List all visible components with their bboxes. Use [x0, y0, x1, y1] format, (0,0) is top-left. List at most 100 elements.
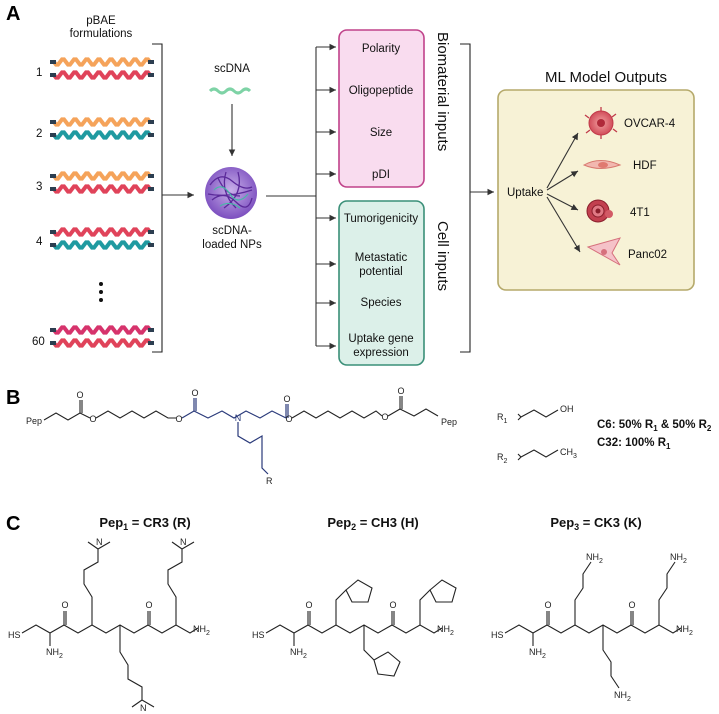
cell-input-tumorigenicity: Tumorigenicity: [344, 213, 419, 225]
biomaterial-input-pdi: pDI: [372, 169, 390, 181]
row-number-4: 4: [36, 236, 43, 248]
strand-3-1: [52, 240, 152, 250]
pep3-nh2: NH2: [529, 647, 546, 660]
ml-model-outputs-box: [497, 89, 695, 291]
pep2-nh2: NH2: [290, 647, 307, 660]
formulations-label-line1: pBAE: [86, 15, 116, 27]
cell-input-metastatic-line1: Metastatic: [355, 252, 408, 264]
strand-4-0: [52, 325, 152, 335]
o-label-8: O: [397, 386, 404, 396]
pep3-o2: O: [628, 600, 635, 610]
o-label-4: O: [191, 388, 198, 398]
inputs-bracket: [460, 43, 471, 353]
hdf-cell-icon: [582, 160, 622, 169]
pep3-nh2-top2: NH2: [670, 552, 687, 565]
oh-label: OH: [560, 404, 574, 414]
output-panc02: Panc02: [628, 249, 667, 261]
o-label-6: O: [285, 414, 292, 424]
c6-formula: C6: 50% R1 & 50% R2: [597, 419, 712, 433]
pep1-nh2: NH2: [46, 647, 63, 660]
ellipsis-dots: [99, 282, 103, 302]
biomaterial-inputs-title: Biomaterial inputs: [434, 32, 451, 151]
biomaterial-input-polarity: Polarity: [362, 43, 401, 55]
cell-inputs-box: [338, 200, 425, 366]
c32-formula: C32: 100% R1: [597, 437, 671, 451]
pep2-o1: O: [305, 600, 312, 610]
pep1-structure: [21, 541, 199, 708]
strand-1-1: [52, 130, 152, 140]
pep1-o2: O: [145, 600, 152, 610]
pep1-nh2-end: NH2: [193, 624, 210, 637]
pbae-backbone: [43, 396, 439, 475]
ml-model-outputs-title: ML Model Outputs: [545, 69, 667, 86]
pep3-o1: O: [544, 600, 551, 610]
strand-3-0: [52, 227, 152, 237]
cell-input-uptake-line1: Uptake gene: [348, 333, 413, 345]
pep3-hs: HS: [491, 630, 504, 640]
biomaterial-input-oligopeptide: Oligopeptide: [349, 85, 414, 97]
pep2-o2: O: [389, 600, 396, 610]
row-number-2: 2: [36, 128, 42, 140]
pep-left-label: Pep: [26, 416, 42, 426]
4t1-cell-icon: [586, 199, 613, 223]
cell-input-metastatic-line2: potential: [359, 266, 402, 278]
o-label-7: O: [381, 412, 388, 422]
r2-structure: [517, 449, 559, 461]
output-arrow-ovcar4: [546, 132, 579, 189]
pep-right-label: Pep: [441, 417, 457, 427]
strand-2-1: [52, 184, 152, 194]
n-label: N: [235, 413, 242, 423]
panel-letter-b: B: [6, 387, 20, 409]
pep3-structure: [504, 561, 682, 689]
cell-input-uptake-line2: expression: [353, 347, 409, 359]
cell-inputs-title: Cell inputs: [434, 221, 451, 291]
output-hdf: HDF: [633, 160, 657, 172]
panel-letter-a: A: [6, 3, 20, 25]
formulations-label-line2: formulations: [70, 28, 133, 40]
pep2-nh2-end: NH2: [437, 624, 454, 637]
pep3-nh2-bottom: NH2: [614, 690, 631, 703]
strand-2-0: [52, 171, 152, 181]
cell-input-species: Species: [361, 297, 402, 309]
scdna-strand: [208, 87, 252, 95]
pep1-title: Pep1 = CR3 (R): [99, 515, 190, 532]
o-label-2: O: [89, 414, 96, 424]
panel-letter-c: C: [6, 513, 20, 535]
r1-structure: [517, 409, 559, 421]
np-label-line2: loaded NPs: [202, 239, 262, 251]
r2-label: R2: [497, 452, 508, 465]
biomaterial-input-size: Size: [370, 127, 392, 139]
uptake-label: Uptake: [507, 187, 543, 199]
o-label-1: O: [76, 390, 83, 400]
o-label-3: O: [175, 414, 182, 424]
pep1-nh-top1: N: [96, 537, 103, 547]
strand-4-1: [52, 338, 152, 348]
row-number-3: 3: [36, 181, 42, 193]
output-arrow-4t1: [546, 193, 579, 211]
r-label: R: [266, 476, 273, 486]
r1-label: R1: [497, 412, 508, 425]
input-branch-arrows: [316, 43, 336, 350]
scdna-label: scDNA: [214, 63, 250, 75]
output-arrow-hdf: [546, 170, 579, 191]
row-number-60: 60: [32, 336, 45, 348]
row-number-1: 1: [36, 67, 42, 79]
output-arrow-panc02: [546, 196, 581, 253]
pbae-strands: [50, 57, 154, 348]
output-ovcar4: OVCAR-4: [624, 118, 676, 130]
ch3-label: CH3: [560, 447, 577, 460]
output-4t1: 4T1: [630, 207, 650, 219]
ovcar4-cell-icon: [584, 107, 618, 139]
np-label-line1: scDNA-: [212, 225, 252, 237]
panc02-cell-icon: [586, 237, 621, 266]
pep1-nh-top2: N: [180, 537, 187, 547]
pep1-nh-bottom: N: [140, 703, 147, 713]
nanoparticle-icon: [205, 167, 257, 219]
strand-0-1: [52, 70, 152, 80]
strand-1-0: [52, 117, 152, 127]
pep3-nh2-top1: NH2: [586, 552, 603, 565]
formulations-bracket: [152, 43, 163, 353]
pep3-title: Pep3 = CK3 (K): [550, 515, 641, 532]
pep1-hs: HS: [8, 630, 21, 640]
